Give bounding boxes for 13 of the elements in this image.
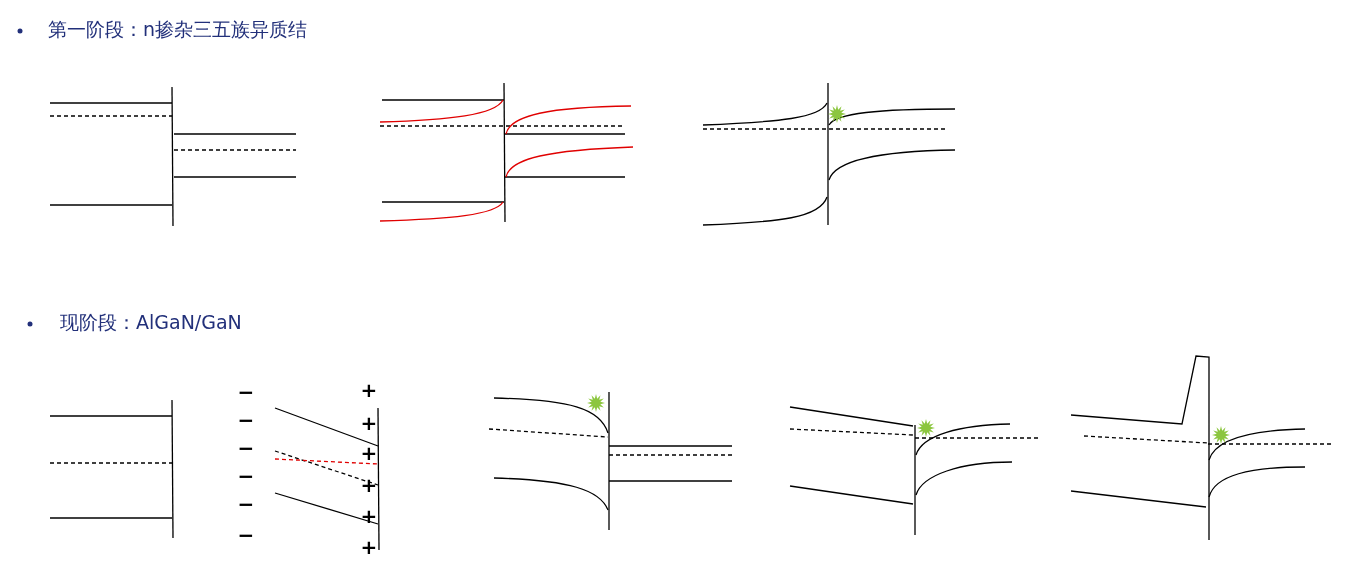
positive-charge-sign: + (360, 380, 378, 400)
positive-charge-sign: + (360, 537, 378, 557)
negative-charge-sign: − (237, 494, 255, 514)
heading: 现阶段：AlGaN/GaN (60, 313, 242, 332)
positive-charge-sign: + (360, 475, 378, 495)
negative-charge-sign: − (237, 410, 255, 430)
negative-charge-sign: − (237, 382, 255, 402)
negative-charge-sign: − (237, 466, 255, 486)
positive-charge-sign: + (360, 443, 378, 463)
positive-charge-sign: + (360, 413, 378, 433)
heading: 第一阶段：n掺杂三五族异质结 (48, 20, 308, 39)
negative-charge-sign: − (237, 438, 255, 458)
negative-charge-sign: − (237, 525, 255, 545)
